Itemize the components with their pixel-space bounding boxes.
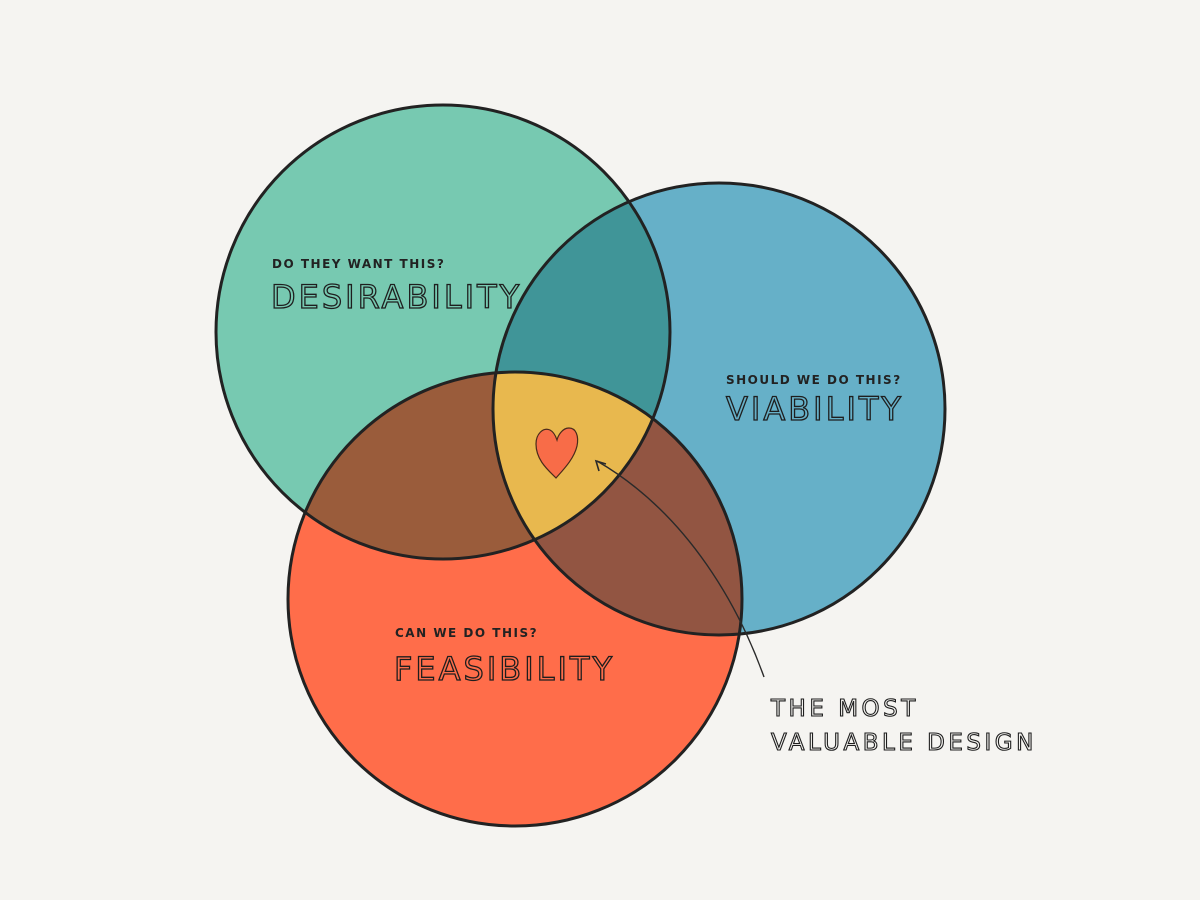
annotation-arrow — [596, 460, 765, 678]
desirability-label: DESIRABILITY — [271, 278, 522, 316]
feasibility-label: FEASIBILITY — [394, 650, 615, 688]
feasibility-question: CAN WE DO THIS? — [395, 626, 538, 640]
desirability-question: DO THEY WANT THIS? — [272, 257, 445, 271]
desirability-outline — [214, 103, 672, 561]
viability-outline — [491, 181, 947, 637]
annotation-line-2: VALUABLE DESIGN — [771, 730, 1037, 756]
arrow-head — [594, 459, 607, 472]
annotation-line-1: THE MOST — [770, 696, 919, 722]
heart-icon — [535, 427, 579, 479]
viability-question: SHOULD WE DO THIS? — [726, 373, 902, 387]
feasibility-outline — [286, 370, 744, 828]
viability-label: VIABILITY — [726, 390, 904, 428]
